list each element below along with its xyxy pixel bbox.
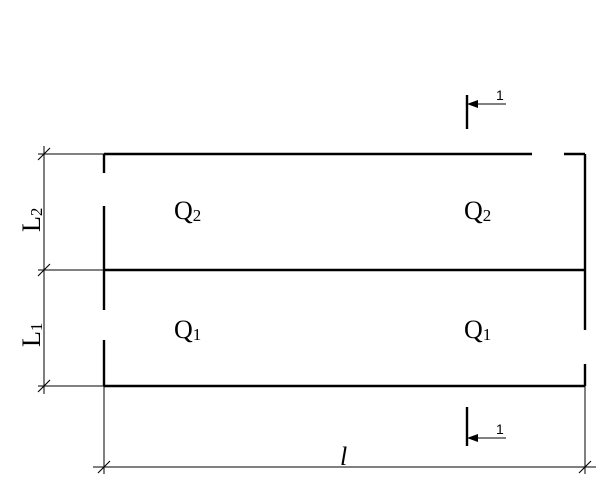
tick-right (578, 460, 592, 474)
tick-top (37, 147, 51, 161)
panel-upper-left-label: Q2 (174, 196, 201, 225)
vertical-dimension: L2 L1 (17, 146, 104, 394)
section-mark-bottom-label: 1 (496, 421, 504, 437)
section-mark-top: 1 (465, 87, 506, 129)
tick-bottom (37, 379, 51, 393)
panel-upper-right-label: Q2 (464, 196, 491, 225)
plan-outline (102, 152, 587, 388)
section-mark-top-label: 1 (496, 87, 504, 103)
section-mark-top-arrow (467, 100, 478, 108)
panel-lower-left-label: Q1 (174, 315, 201, 344)
lower-span-label: L1 (17, 323, 46, 347)
section-mark-bottom: 1 (465, 407, 506, 446)
tick-middle (37, 263, 51, 277)
upper-span-label: L2 (17, 208, 46, 232)
panel-lower-right-label: Q1 (464, 315, 491, 344)
length-label: l (340, 442, 347, 471)
tick-left (97, 460, 111, 474)
section-mark-bottom-arrow (467, 434, 478, 442)
horizontal-dimension: l (93, 386, 596, 474)
